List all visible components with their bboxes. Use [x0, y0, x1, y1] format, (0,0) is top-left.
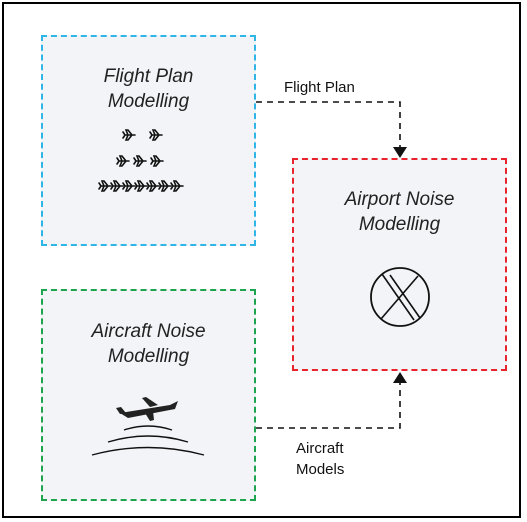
aircraft-models-label-line1: Aircraft	[296, 440, 344, 457]
title-line: Airport Noise	[344, 189, 455, 210]
flight-plan-modelling-box: Flight Plan Modelling	[41, 35, 256, 246]
aircraft-takeoff-noise-icon	[91, 397, 205, 456]
flight-plan-modelling-title: Flight Plan Modelling	[43, 64, 254, 114]
airport-noise-modelling-title: Airport Noise Modelling	[294, 187, 505, 237]
arrowhead-icon	[393, 147, 407, 158]
aircraft-noise-modelling-box: Aircraft Noise Modelling	[41, 289, 256, 501]
circle-cross-icon	[370, 267, 430, 327]
diagram-frame	[2, 2, 521, 518]
title-line: Modelling	[107, 346, 190, 367]
flight-plan-connector	[256, 101, 407, 158]
flight-plan-label: Flight Plan	[284, 79, 355, 96]
aircraft-noise-modelling-title: Aircraft Noise Modelling	[43, 319, 254, 369]
airport-noise-modelling-box: Airport Noise Modelling	[292, 158, 507, 371]
title-line: Modelling	[107, 91, 190, 112]
title-line: Flight Plan	[103, 66, 194, 87]
airplane-formation-icon	[98, 129, 184, 192]
aircraft-models-label-line2: Models	[296, 461, 345, 478]
arrowhead-icon	[393, 372, 407, 383]
title-line: Modelling	[358, 214, 441, 235]
title-line: Aircraft Noise	[91, 321, 206, 342]
aircraft-models-connector	[256, 372, 407, 429]
